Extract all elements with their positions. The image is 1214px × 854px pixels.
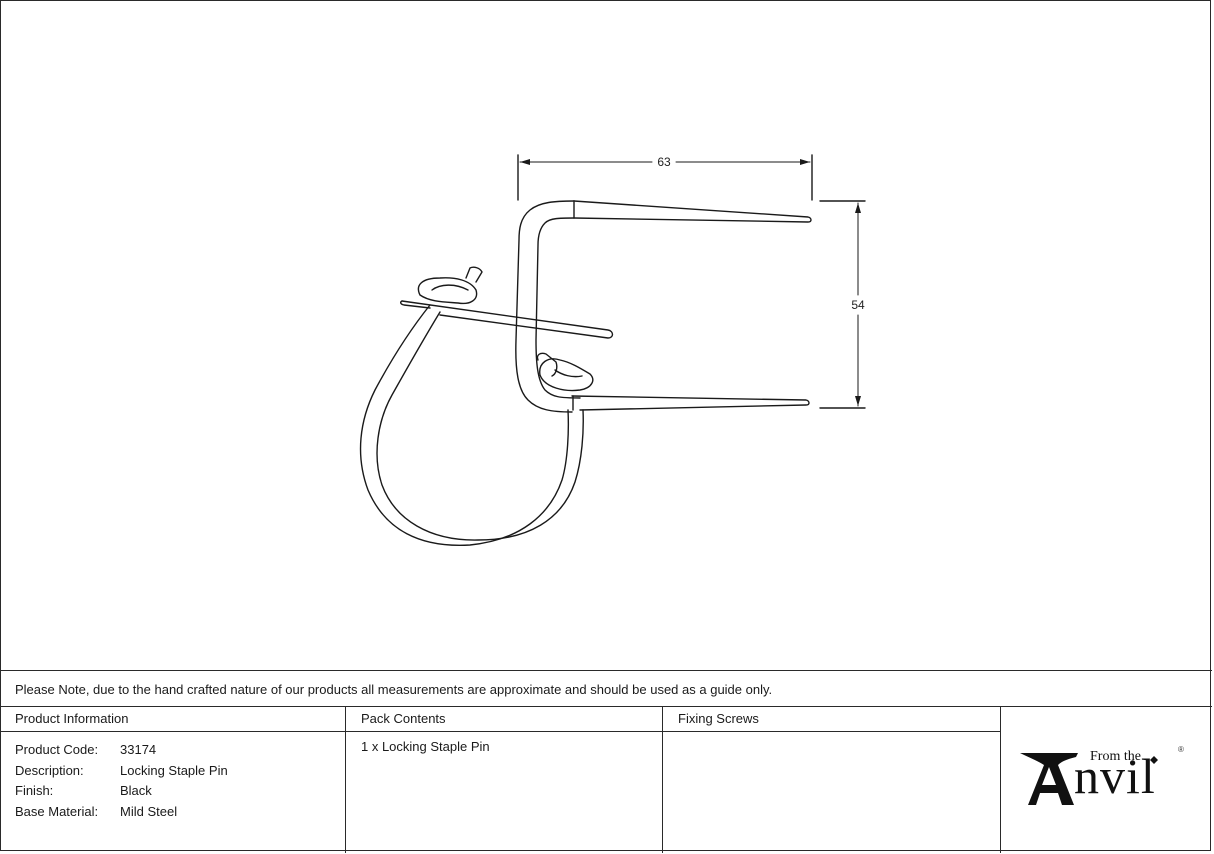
fixing-screws-panel: Fixing Screws	[663, 707, 1001, 853]
logo-from-text: From the	[1090, 749, 1141, 764]
logo-brand-text: nvil	[1074, 748, 1156, 804]
anvil-icon	[1020, 753, 1078, 805]
fixing-screws-body	[663, 732, 1000, 740]
pack-contents-panel: Pack Contents 1 x Locking Staple Pin	[346, 707, 663, 853]
info-label: Description:	[15, 762, 84, 778]
pack-contents-item: 1 x Locking Staple Pin	[361, 739, 490, 754]
info-row-description: Description: Locking Staple Pin	[15, 761, 345, 782]
registered-mark: ®	[1178, 745, 1184, 754]
info-value: Locking Staple Pin	[120, 762, 228, 778]
height-dimension	[819, 200, 866, 409]
info-value: Mild Steel	[120, 803, 178, 819]
info-row-finish: Finish: Black	[15, 781, 345, 802]
info-row-product-code: Product Code: 33174	[15, 740, 345, 761]
width-dimension-label: 63	[657, 155, 671, 169]
info-label: Finish:	[15, 783, 54, 798]
info-row-base-material: Base Material: Mild Steel	[15, 802, 345, 823]
fixing-screws-heading: Fixing Screws	[663, 707, 1000, 732]
info-value: 33174	[120, 742, 157, 757]
product-information-body: Product Code: 33174 Description: Locking…	[0, 732, 345, 822]
width-dimension	[517, 154, 813, 201]
product-information-panel: Product Information Product Code: 33174 …	[0, 707, 346, 853]
product-information-heading: Product Information	[0, 707, 345, 732]
info-value: Black	[120, 783, 152, 798]
locking-pin	[359, 266, 614, 547]
measurement-note: Please Note, due to the hand crafted nat…	[0, 670, 1212, 707]
info-label: Product Code:	[15, 742, 99, 757]
from-the-anvil-logo: From the nvil ®	[1018, 745, 1193, 805]
product-drawing: 63 54	[359, 154, 866, 547]
measurement-note-text: Please Note, due to the hand crafted nat…	[15, 682, 773, 697]
pack-contents-body: 1 x Locking Staple Pin	[346, 732, 662, 754]
staple	[515, 200, 812, 413]
pack-contents-heading: Pack Contents	[346, 707, 662, 732]
height-dimension-label: 54	[851, 298, 865, 312]
info-label: Base Material:	[15, 803, 99, 819]
diamond-icon	[1150, 756, 1158, 764]
